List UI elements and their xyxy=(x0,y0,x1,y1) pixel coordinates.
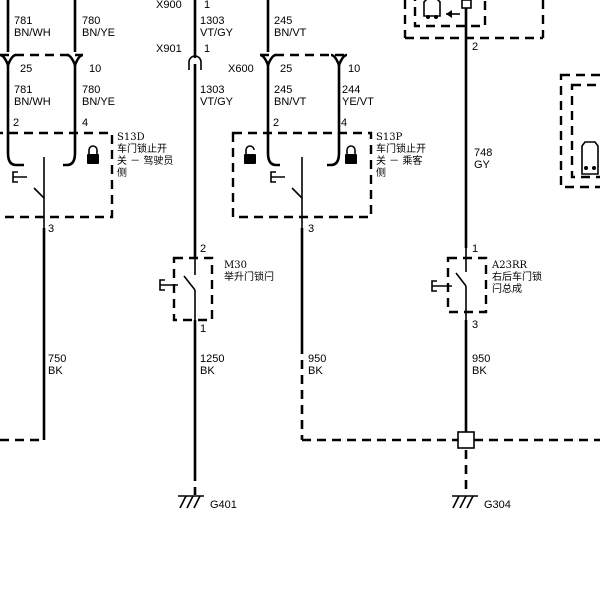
splice-node xyxy=(457,431,475,449)
wire-number: 1250 xyxy=(200,353,224,365)
a23rr-latch xyxy=(431,248,488,495)
ground-label: G304 xyxy=(484,499,511,511)
pin-label: 1 xyxy=(200,323,206,335)
wire-color: BN/YE xyxy=(82,27,115,39)
pin-label: 1 xyxy=(472,243,478,255)
ground-g304 xyxy=(452,495,478,509)
wire-number: 1303 xyxy=(200,84,224,96)
wire-number: 950 xyxy=(308,353,326,365)
x900-x901-connectors xyxy=(188,0,202,258)
wire-number: 780 xyxy=(82,15,100,27)
wire-color: BK xyxy=(48,365,63,377)
s13d-switch xyxy=(0,131,114,440)
pin-label: 2 xyxy=(13,117,19,129)
pin-label: 25 xyxy=(280,63,292,75)
ground-label: G401 xyxy=(210,499,237,511)
ground-bus xyxy=(0,431,600,449)
component-name: 侧 xyxy=(376,166,386,179)
component-name: 右后车门锁 xyxy=(492,270,542,283)
component-name: 侧 xyxy=(117,166,127,179)
m30-latch xyxy=(159,256,214,495)
pin-label: 10 xyxy=(348,63,360,75)
pin-label: 2 xyxy=(200,243,206,255)
connector-x600-label: X600 xyxy=(228,63,254,75)
wire-number: 950 xyxy=(472,353,490,365)
pin-label: 2 xyxy=(472,41,478,53)
wire-color: VT/GY xyxy=(200,96,234,108)
wire-number: 245 xyxy=(274,84,292,96)
component-id: A23RR xyxy=(491,260,527,271)
wire-number: 750 xyxy=(48,353,66,365)
wire-color: BN/YE xyxy=(82,96,115,108)
pin-label: 3 xyxy=(48,223,54,235)
wire-number: 244 xyxy=(342,84,360,96)
pin-label: 2 xyxy=(273,117,279,129)
component-name: 关 － 驾驶员 xyxy=(117,154,173,167)
pin-label: 25 xyxy=(20,63,32,75)
wire-number: 780 xyxy=(82,84,100,96)
component-name: 车门锁止开 xyxy=(117,142,167,155)
unlock-icon xyxy=(244,145,256,164)
s13p-switch xyxy=(231,131,373,440)
wire-color: BK xyxy=(472,365,487,377)
wire-color: BK xyxy=(308,365,323,377)
pin-label: 10 xyxy=(89,63,101,75)
pin-label: 1 xyxy=(204,0,210,11)
wire-number: 781 xyxy=(14,84,32,96)
ground-g401 xyxy=(178,495,204,509)
right-module-box xyxy=(559,73,600,189)
component-name: 关 － 乘客 xyxy=(376,154,422,167)
wire-color: BN/WH xyxy=(14,27,51,39)
pin-label: 1 xyxy=(204,43,210,55)
wire-color: YE/VT xyxy=(342,96,374,108)
rear-door-module-box xyxy=(403,0,545,248)
pin-label: 3 xyxy=(308,223,314,235)
x600-connectors xyxy=(259,0,348,133)
connector-x901-label: X901 xyxy=(156,43,182,55)
wire-number: 1303 xyxy=(200,15,224,27)
component-name: 车门锁止开 xyxy=(376,142,426,155)
component-id: S13P xyxy=(376,132,403,143)
top-left-connectors xyxy=(0,0,84,133)
wire-color: BN/VT xyxy=(274,27,307,39)
wire-color: BK xyxy=(200,365,215,377)
component-id: M30 xyxy=(224,260,247,271)
connector-x900-label: X900 xyxy=(156,0,182,11)
wire-color: BN/WH xyxy=(14,96,51,108)
pin-label: 4 xyxy=(341,117,347,129)
pin-label: 4 xyxy=(82,117,88,129)
component-id: S13D xyxy=(117,132,145,143)
component-name: 举升门锁闩 xyxy=(224,270,274,283)
wire-number: 748 xyxy=(474,147,492,159)
wire-number: 781 xyxy=(14,15,32,27)
lock-icon xyxy=(345,145,357,164)
wire-color: VT/GY xyxy=(200,27,234,39)
component-name: 闩总成 xyxy=(492,282,522,295)
lock-icon xyxy=(87,145,99,164)
wire-number: 245 xyxy=(274,15,292,27)
pin-label: 3 xyxy=(472,319,478,331)
wire-color: BN/VT xyxy=(274,96,307,108)
wire-color: GY xyxy=(474,159,491,171)
